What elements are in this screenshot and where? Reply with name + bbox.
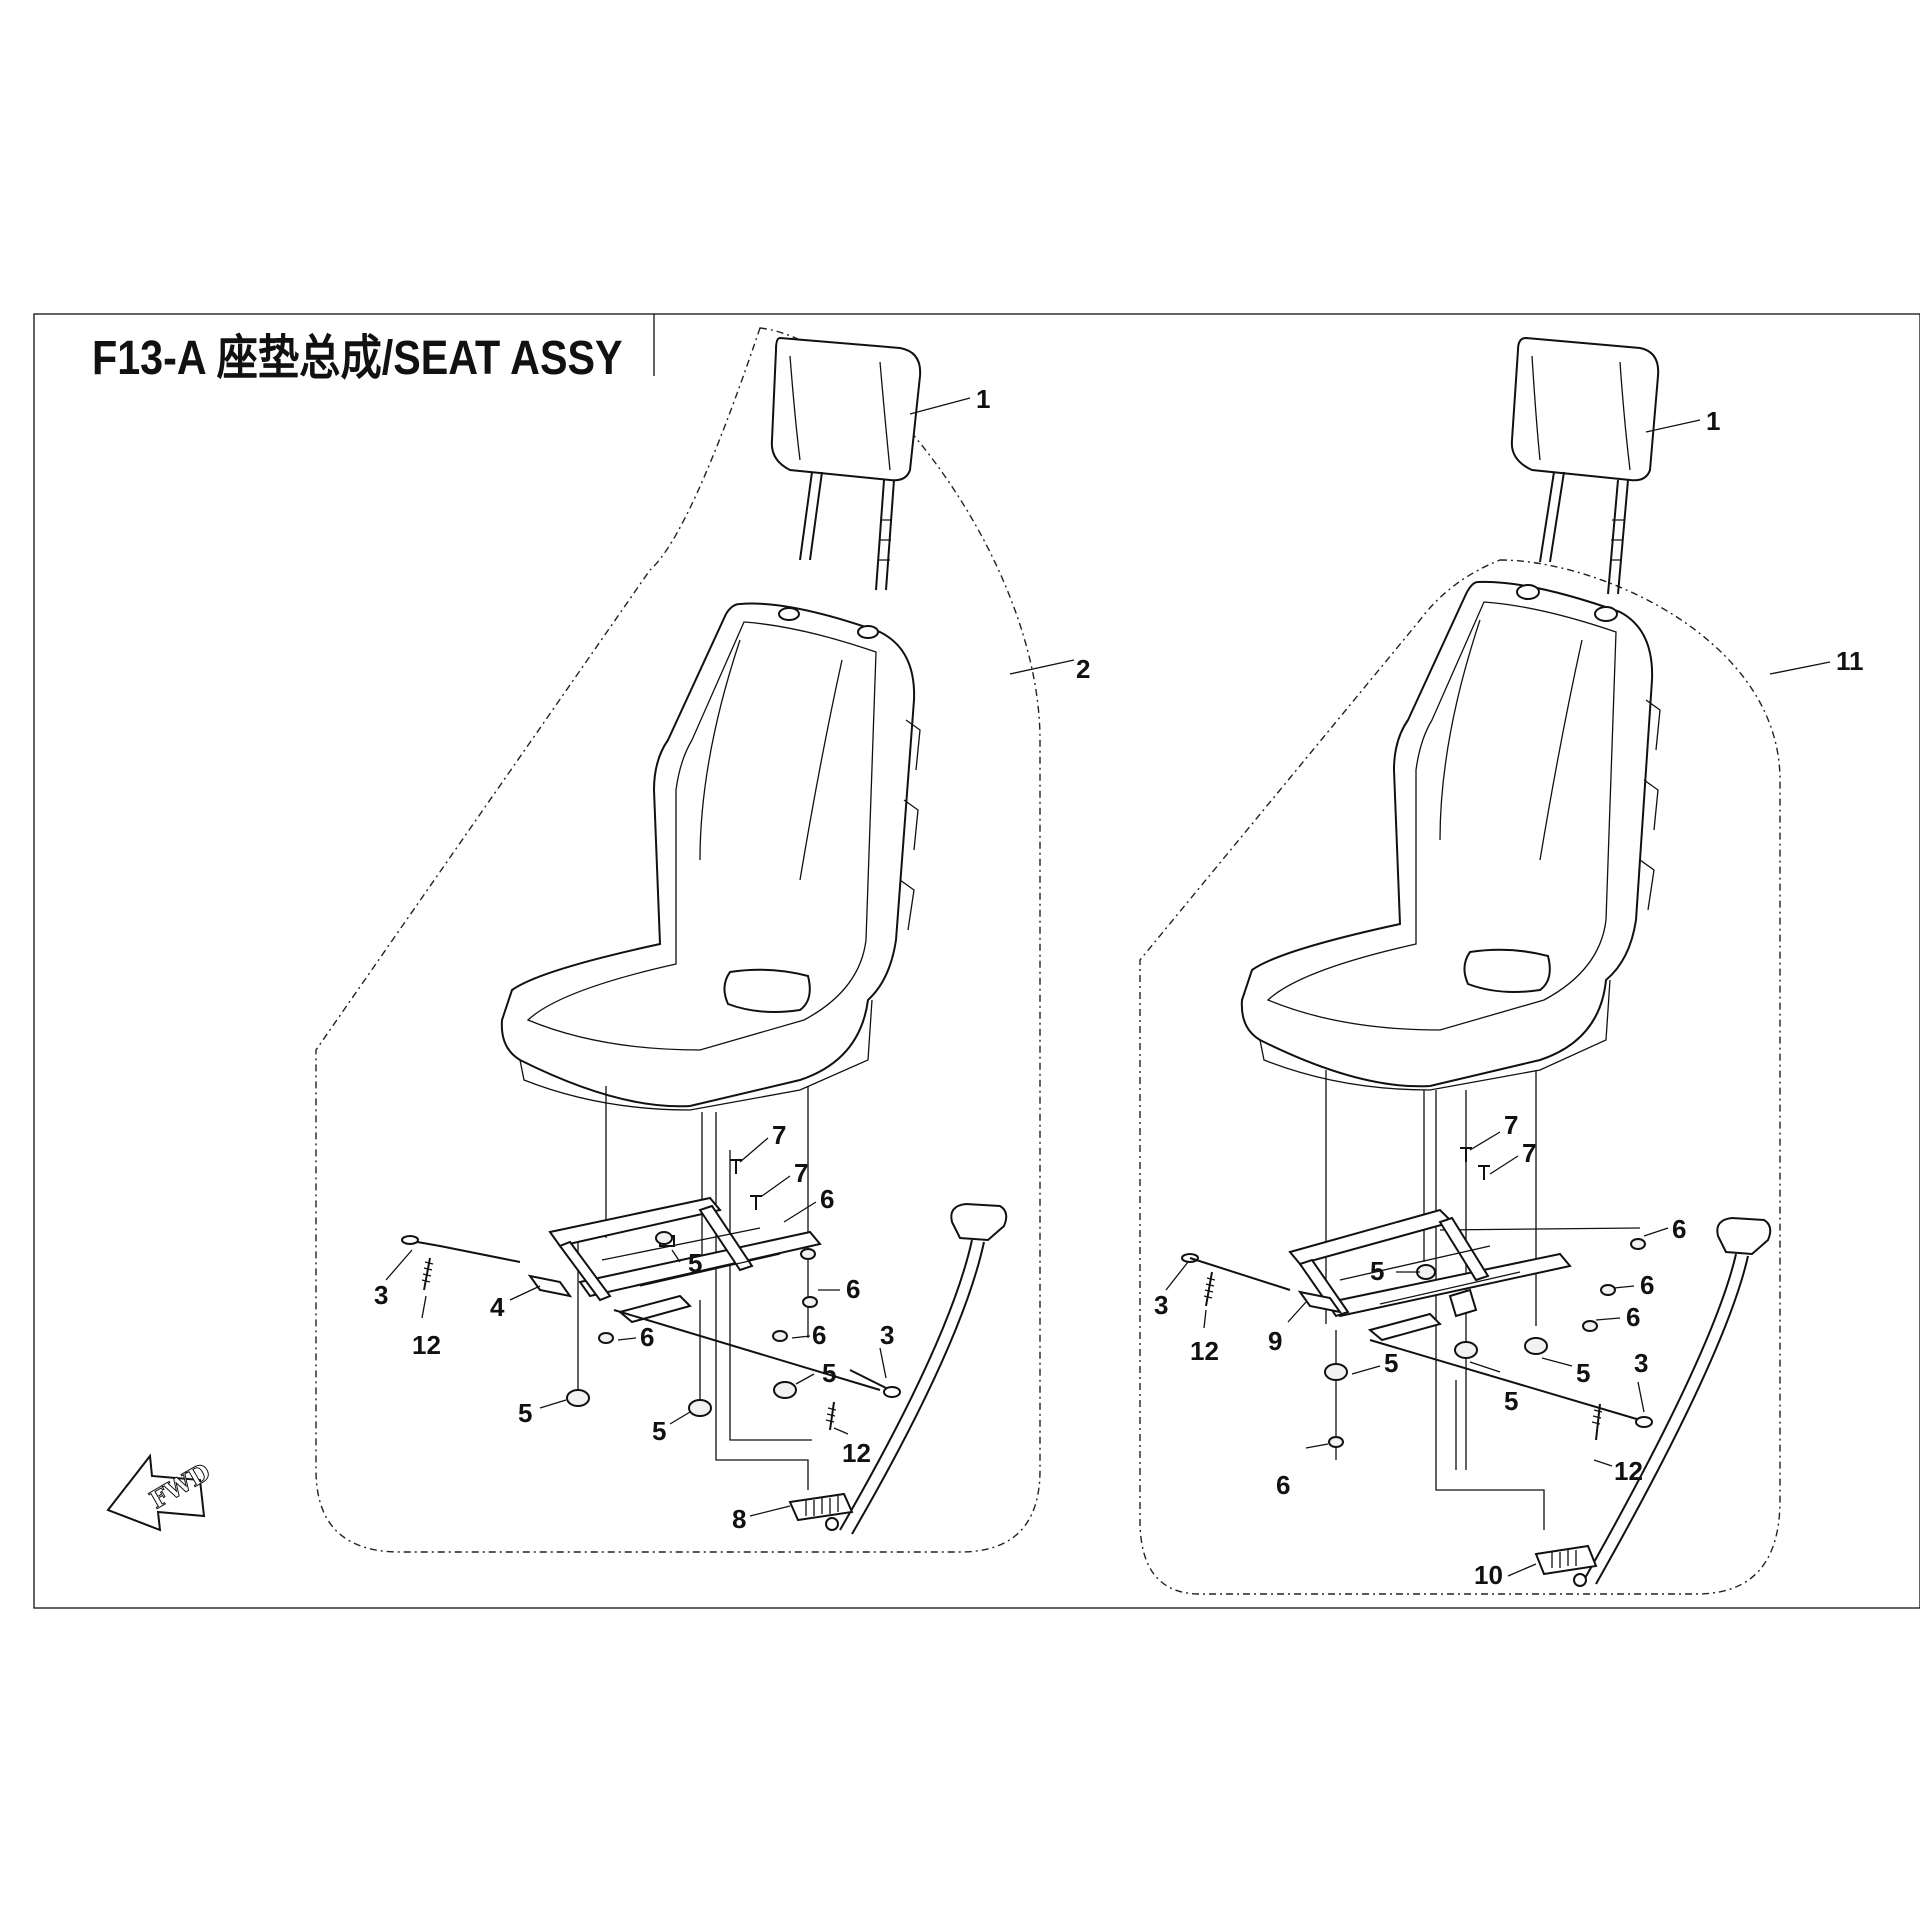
left-latch [788, 1492, 854, 1531]
right-callout-11: 11 [1836, 646, 1864, 676]
left-leader-lines [385, 397, 1075, 1517]
left-callout-4: 4 [490, 1292, 505, 1322]
right-callout-6d: 6 [1276, 1470, 1290, 1500]
left-seat-assembly: 1 2 3 4 12 7 7 6 5 6 6 6 5 5 5 3 12 8 [315, 327, 1090, 1553]
left-callout-5b: 5 [822, 1358, 836, 1388]
right-callout-10: 10 [1474, 1560, 1503, 1590]
left-callout-12a: 12 [412, 1330, 441, 1360]
left-callout-3b: 3 [880, 1320, 894, 1350]
right-callout-6b: 6 [1640, 1270, 1654, 1300]
left-callout-6b: 6 [846, 1274, 860, 1304]
right-callout-7a: 7 [1504, 1110, 1518, 1140]
left-callout-3a: 3 [374, 1280, 388, 1310]
right-callout-1: 1 [1706, 406, 1720, 436]
left-headrest [770, 336, 922, 591]
right-callout-9: 9 [1268, 1326, 1282, 1356]
right-callout-5a: 5 [1370, 1256, 1384, 1286]
left-seat-shell [500, 602, 921, 1111]
left-callout-2: 2 [1076, 654, 1090, 684]
left-fasteners [566, 1159, 818, 1417]
right-leader-lines [1165, 419, 1831, 1577]
left-rod-3a [405, 1239, 521, 1263]
right-callout-6c: 6 [1626, 1302, 1640, 1332]
fwd-arrow: FWD [106, 1453, 216, 1532]
right-callout-5b: 5 [1384, 1348, 1398, 1378]
right-callout-6a: 6 [1672, 1214, 1686, 1244]
left-callout-6d: 6 [812, 1320, 826, 1350]
right-release-handle [1583, 1216, 1772, 1585]
right-fasteners [1324, 1147, 1646, 1448]
left-callout-5c: 5 [518, 1398, 532, 1428]
left-callouts: 1 2 3 4 12 7 7 6 5 6 6 6 5 5 5 3 12 8 [374, 384, 1090, 1534]
right-callout-3a: 3 [1154, 1290, 1168, 1320]
left-callout-7a: 7 [772, 1120, 786, 1150]
right-callout-5d: 5 [1576, 1358, 1590, 1388]
right-callout-5c: 5 [1504, 1386, 1518, 1416]
drawing-frame [33, 313, 1920, 1609]
left-callout-1: 1 [976, 384, 990, 414]
right-seat-shell [1240, 580, 1661, 1091]
right-callout-12b: 12 [1614, 1456, 1643, 1486]
left-callout-8: 8 [732, 1504, 746, 1534]
right-headrest [1510, 336, 1660, 595]
right-callout-3b: 3 [1634, 1348, 1648, 1378]
right-callouts: 1 11 3 12 9 7 7 6 5 6 6 5 5 5 6 3 12 10 [1154, 406, 1864, 1590]
left-callout-6c: 6 [640, 1322, 654, 1352]
left-callout-12b: 12 [842, 1438, 871, 1468]
page-title: F13-A 座垫总成/SEAT ASSY [92, 332, 623, 385]
right-assembly-boundary [1139, 559, 1781, 1595]
left-callout-5d: 5 [652, 1416, 666, 1446]
left-assembly-boundary [315, 327, 1041, 1553]
right-latch [1534, 1544, 1598, 1587]
right-seat-slider [1288, 1208, 1572, 1342]
right-callout-7b: 7 [1522, 1138, 1536, 1168]
left-seat-slider [548, 1196, 822, 1324]
left-callout-5a: 5 [688, 1248, 702, 1278]
right-callout-12a: 12 [1190, 1336, 1219, 1366]
left-release-handle [839, 1202, 1008, 1535]
right-seat-assembly: 1 11 3 12 9 7 7 6 5 6 6 5 5 5 6 3 12 10 [1139, 336, 1864, 1595]
left-callout-7b: 7 [794, 1158, 808, 1188]
left-callout-6a: 6 [820, 1184, 834, 1214]
